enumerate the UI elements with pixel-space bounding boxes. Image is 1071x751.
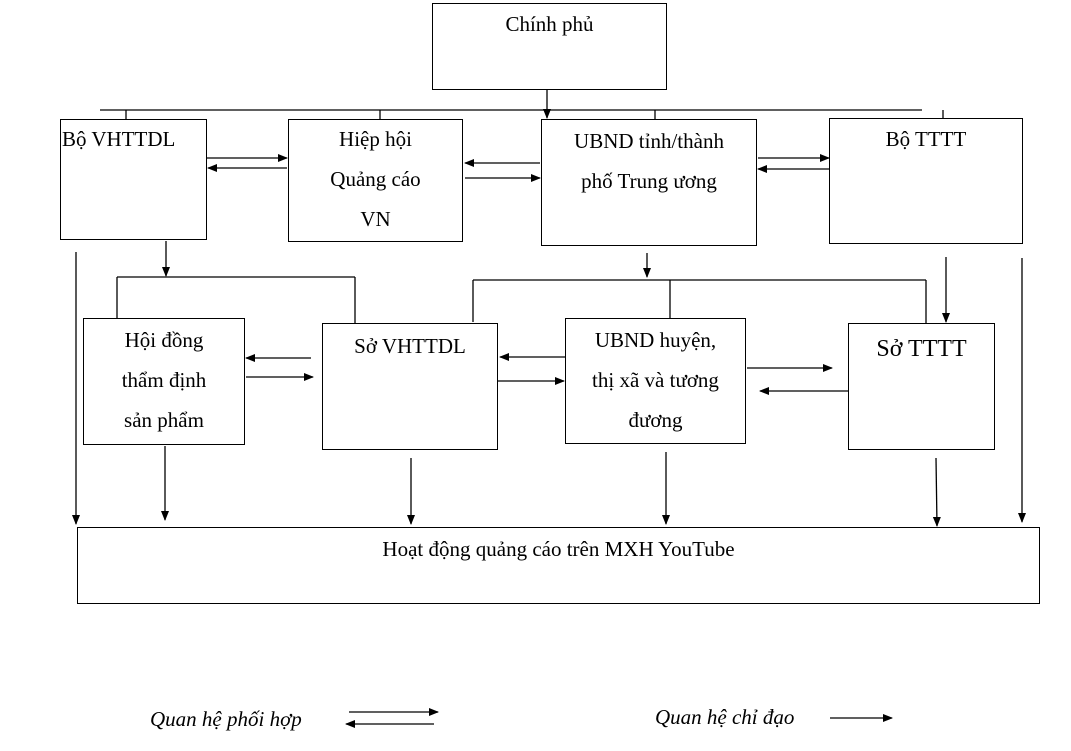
node-ubnd-tinh: [541, 119, 757, 246]
node-hoi-dong-label: Hội đồng thẩm định sản phẩm: [121, 328, 207, 432]
node-ubnd-huyen-label: UBND huyện, thị xã và tương đương: [592, 328, 719, 432]
legend-direction-label: Quan hệ chỉ đạo: [655, 705, 795, 729]
node-chinh-phu-label: Chính phủ: [505, 12, 594, 36]
node-chinh-phu: [432, 3, 667, 90]
node-ubnd-tinh-label: UBND tỉnh/thành phố Trung ương: [574, 129, 724, 193]
node-bo-vhttdl-label: Bộ VHTTDL: [62, 127, 176, 151]
node-hoat-dong: [77, 527, 1040, 604]
node-bo-vhttdl: [60, 119, 207, 240]
node-so-tttt: [848, 323, 995, 450]
node-ubnd-huyen: [565, 318, 746, 444]
node-so-vhttdl-label: Sở VHTTDL: [354, 334, 466, 358]
node-bo-tttt-label: Bộ TTTT: [885, 127, 967, 151]
node-hoat-dong-label: Hoạt động quảng cáo trên MXH YouTube: [382, 537, 735, 561]
node-hiep-hoi: [288, 119, 463, 242]
node-so-tttt-label: Sở TTTT: [876, 336, 967, 362]
legend-coordination-symbol: [345, 708, 439, 728]
node-hoi-dong: [83, 318, 245, 445]
node-bo-tttt: [829, 118, 1023, 244]
node-hiep-hoi-label: Hiệp hội Quảng cáo VN: [330, 127, 421, 231]
legend-coordination-label: Quan hệ phối hợp: [150, 707, 302, 731]
node-so-vhttdl: [322, 323, 498, 450]
